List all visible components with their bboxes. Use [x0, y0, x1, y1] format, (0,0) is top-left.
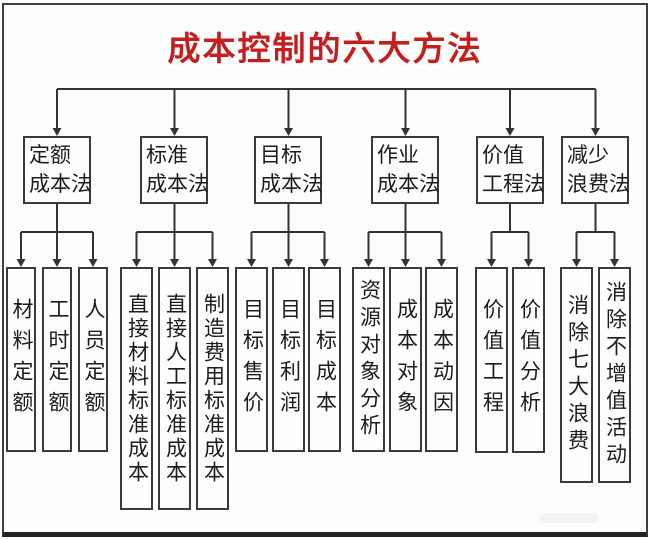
sub-box-hour-quota: 工时定额 [42, 267, 72, 452]
sub-box-value-analysis: 价值分析 [512, 267, 545, 453]
sub-box-direct-labor-standard: 直接人工标准成本 [158, 267, 191, 510]
sub-box-cost-object: 成本对象 [389, 267, 422, 452]
sub-box-label: 直接材料标准成本 [125, 292, 149, 485]
method-box-standard-costing: 标准 成本法 [140, 136, 209, 204]
sub-box-overhead-standard: 制造费用标准成本 [196, 267, 229, 510]
diagram-title: 成本控制的六大方法 [167, 30, 483, 67]
method-label-line1: 价值 [482, 144, 524, 167]
sub-box-label: 消除七大浪费 [565, 294, 589, 456]
method-label-line1: 作业 [377, 144, 419, 167]
method-label-line2: 成本法 [260, 173, 323, 196]
sub-box-label: 材料定额 [10, 297, 33, 422]
sub-box-label: 消除不增值活动 [603, 280, 627, 470]
sub-box-target-price: 目标售价 [235, 267, 268, 452]
sub-box-label: 直接人工标准成本 [163, 292, 187, 485]
method-box-activity-costing: 作业 成本法 [371, 136, 440, 204]
method-label-line1: 定额 [29, 144, 71, 167]
sub-box-label: 成本对象 [394, 297, 418, 422]
sub-box-label: 成本动因 [430, 297, 454, 422]
faint-watermark [540, 513, 598, 523]
method-box-target-costing: 目标 成本法 [254, 136, 323, 204]
method-label-line1: 标准 [146, 144, 188, 167]
method-box-quota-costing: 定额 成本法 [23, 136, 92, 204]
method-label-line2: 工程法 [482, 173, 545, 196]
method-box-value-engineering: 价值 工程法 [476, 136, 545, 204]
sub-box-material-quota: 材料定额 [6, 267, 36, 452]
sub-box-label: 人员定额 [82, 297, 105, 422]
method-label-line2: 成本法 [377, 173, 440, 196]
sub-box-target-profit: 目标利润 [272, 267, 305, 452]
sub-box-label: 资源对象分析 [357, 278, 381, 441]
sub-box-label: 目标利润 [277, 297, 301, 422]
sub-box-cost-driver: 成本动因 [425, 267, 458, 452]
sub-box-label: 价值工程 [480, 298, 504, 422]
sub-box-eliminate-seven-wastes: 消除七大浪费 [560, 267, 593, 483]
method-label-line2: 浪费法 [567, 173, 630, 196]
method-label-line2: 成本法 [146, 173, 209, 196]
sub-box-label: 制造费用标准成本 [201, 292, 225, 485]
sub-box-personnel-quota: 人员定额 [78, 267, 108, 452]
sub-box-resource-object-analysis: 资源对象分析 [352, 267, 385, 452]
sub-box-label: 工时定额 [46, 297, 69, 422]
method-label-line1: 目标 [260, 144, 302, 167]
sub-box-eliminate-non-value-activities: 消除不增值活动 [598, 267, 631, 483]
method-label-line2: 成本法 [29, 173, 92, 196]
sub-box-direct-material-standard: 直接材料标准成本 [120, 267, 153, 510]
sub-box-value-engineering: 价值工程 [475, 267, 508, 453]
sub-box-label: 目标售价 [240, 297, 264, 422]
method-label-line1: 减少 [567, 144, 609, 167]
method-box-waste-reduction: 减少 浪费法 [561, 136, 630, 204]
sub-box-target-cost: 目标成本 [308, 267, 341, 452]
sub-box-label: 价值分析 [517, 298, 541, 422]
sub-box-label: 目标成本 [313, 297, 337, 422]
